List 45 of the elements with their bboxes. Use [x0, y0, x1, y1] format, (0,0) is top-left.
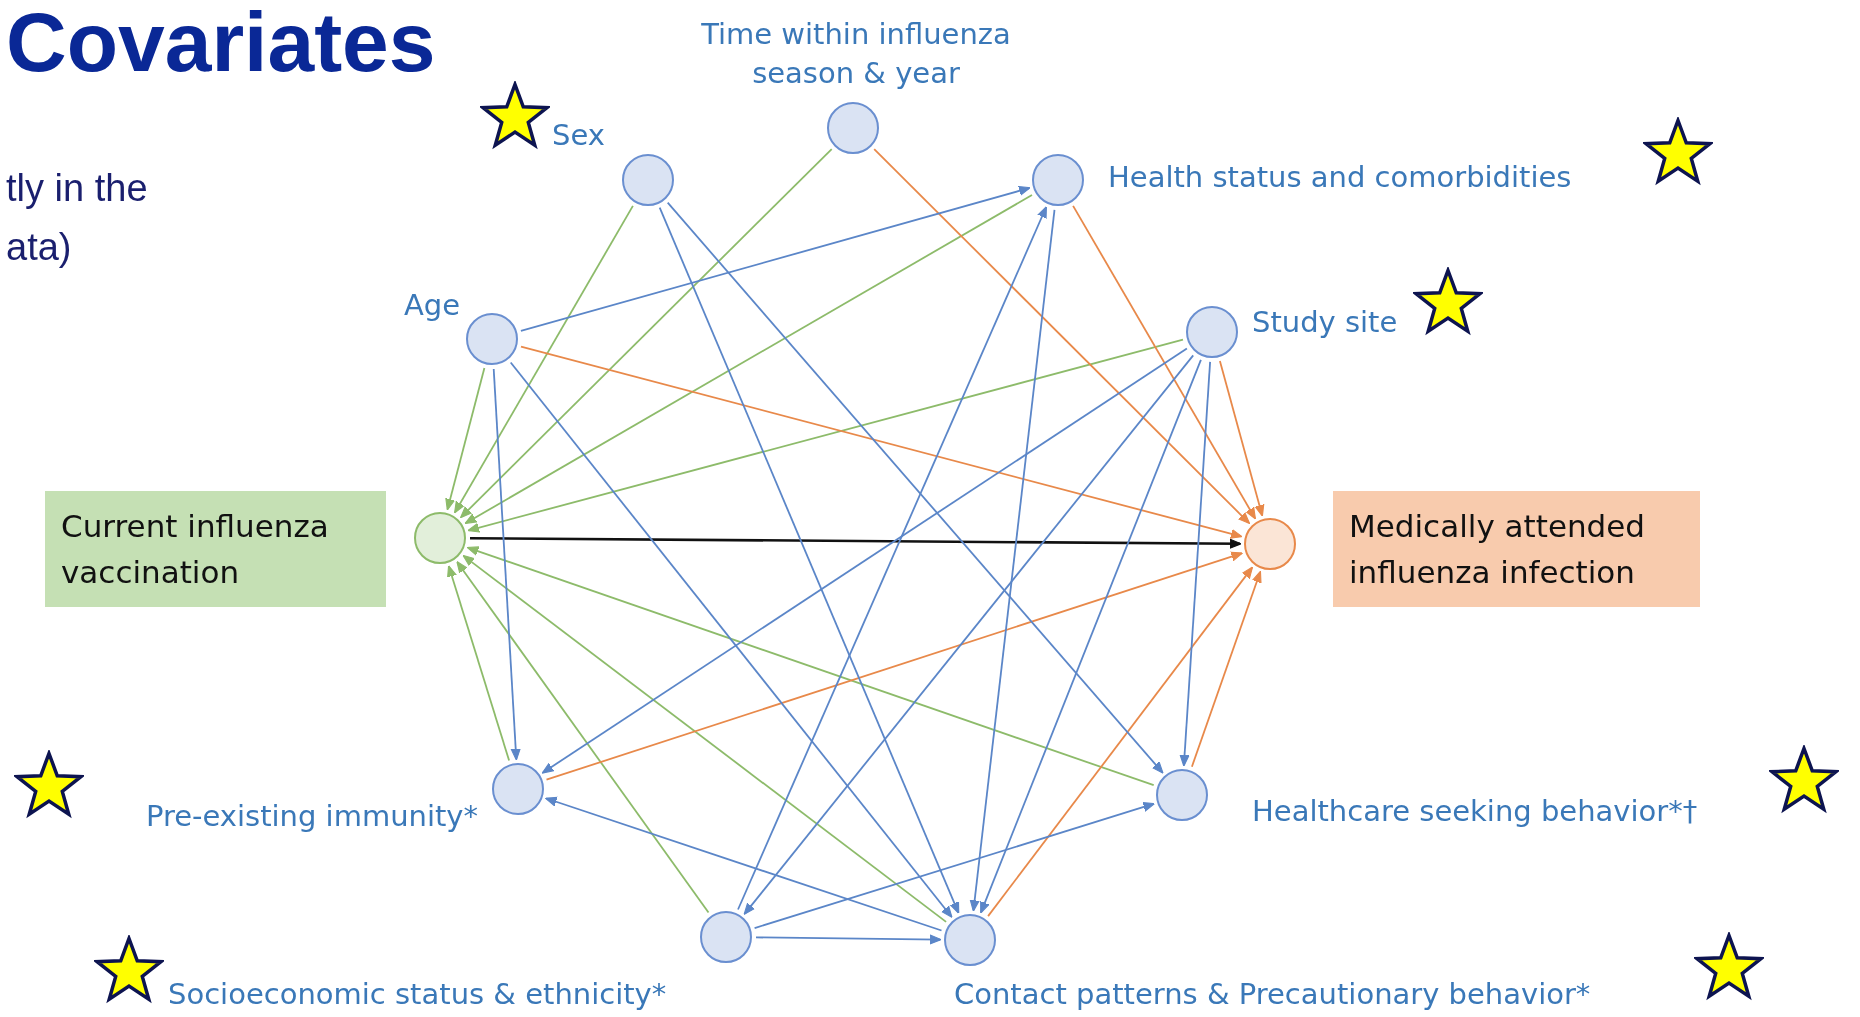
arrow — [462, 554, 947, 923]
arrow — [545, 551, 1244, 781]
arrow — [454, 205, 634, 514]
arrow — [873, 148, 1251, 525]
arrow — [520, 345, 1243, 539]
body-text: ata) — [6, 225, 72, 270]
arrow — [470, 536, 1242, 549]
arrow — [1072, 205, 1256, 520]
arrow — [466, 546, 1155, 787]
arrow — [467, 338, 1184, 533]
arrow — [666, 201, 1164, 774]
arrow — [541, 347, 1188, 774]
arrow — [743, 354, 1195, 915]
arrow — [464, 194, 1033, 525]
variable-label: Pre-existing immunity* — [144, 798, 478, 836]
variable-label: Sex — [552, 117, 605, 155]
arrow — [447, 565, 510, 762]
arrow — [445, 367, 486, 511]
variable-label: Time within influenza season & year — [700, 15, 1012, 92]
arrow — [492, 368, 521, 761]
arrow — [658, 206, 960, 914]
variable-label: Healthcare seeking behavior*† — [1252, 793, 1698, 831]
variable-box: Current influenza vaccination — [45, 491, 386, 607]
arrow — [1191, 570, 1262, 768]
arrow — [459, 148, 833, 519]
arrow — [737, 205, 1047, 911]
arrow — [980, 359, 1202, 914]
variable-label: Contact patterns & Precautionary behavior* — [954, 976, 1591, 1014]
variable-label: Study site — [1252, 304, 1398, 342]
arrow — [987, 566, 1254, 917]
arrow — [753, 802, 1155, 929]
variable-box: Medically attended influenza infection — [1333, 491, 1700, 607]
variable-label: Health status and comorbidities — [1108, 159, 1572, 197]
arrow — [456, 560, 710, 914]
arrow — [544, 796, 943, 932]
arrow — [969, 208, 1056, 912]
body-text: tly in the — [6, 166, 148, 211]
arrow — [755, 934, 942, 945]
arrow — [509, 361, 953, 918]
arrow — [520, 186, 1031, 332]
variable-label: Age — [402, 287, 460, 325]
slide-title: Covariates — [6, 0, 436, 89]
variable-label: Socioeconomic status & ethnicity* — [168, 976, 667, 1014]
arrow — [1219, 360, 1265, 517]
arrow — [1179, 361, 1211, 767]
